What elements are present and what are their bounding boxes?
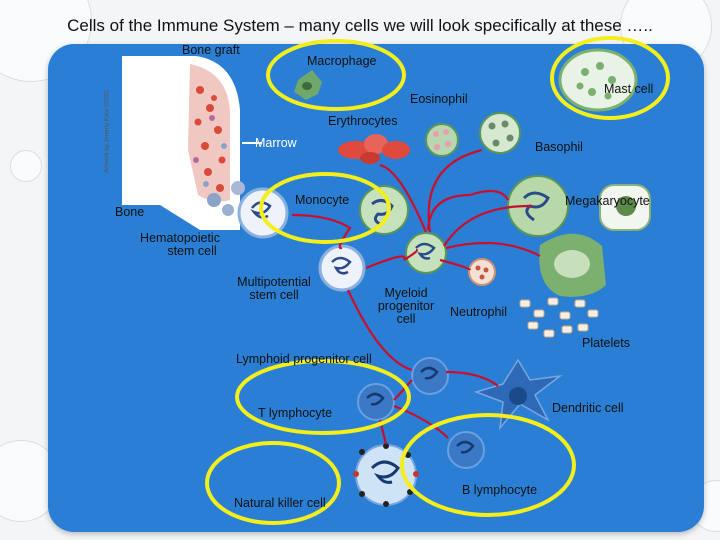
neutrophil-illustration	[468, 258, 496, 286]
label-t-lymphocyte: T lymphocyte	[258, 406, 333, 420]
label-basophil: Basophil	[535, 140, 583, 154]
dendritic-cell-illustration	[473, 358, 563, 431]
label-multipotential-line1: Multipotential	[237, 275, 311, 289]
myeloid-progenitor-illustration	[405, 232, 447, 274]
macrophage-illustration	[294, 70, 322, 100]
label-macrophage: Macrophage	[307, 54, 377, 68]
granulocyte-right-illustration	[599, 184, 651, 231]
credit-text: Artwork by Jeremy Kato ©2001	[104, 89, 111, 173]
label-myeloid-line2: progenitor	[377, 299, 435, 314]
label-bone-graft: Bone graft	[182, 43, 240, 57]
label-myeloid-line3: cell	[396, 312, 416, 327]
label-platelets: Platelets	[582, 336, 630, 350]
b-lymphocyte-illustration	[447, 431, 485, 469]
label-bone: Bone	[115, 205, 145, 219]
megakaryocyte-illustration	[507, 175, 569, 237]
t-lymphocyte-illustration	[357, 383, 395, 421]
label-lymphoid: Lymphoid progenitor cell	[236, 352, 372, 366]
erythrocytes-illustration	[338, 134, 410, 164]
label-myeloid-line1: Myeloid	[384, 286, 428, 300]
label-neutrophil: Neutrophil	[450, 305, 507, 319]
basophil-illustration	[479, 112, 521, 154]
highlight-ellipses	[205, 36, 670, 525]
page-title: Cells of the Immune System – many cells …	[67, 16, 653, 35]
label-multipotential-line2: stem cell	[249, 288, 299, 303]
label-hematopoietic: Hematopoietic stem cell	[140, 231, 220, 259]
platelets-illustration	[519, 297, 599, 338]
background-bubble	[10, 150, 42, 182]
eosinophil-illustration	[425, 123, 459, 157]
bone-graft-illustration	[122, 56, 245, 230]
label-myeloid: Myeloid progenitor cell	[370, 286, 442, 327]
lymphoid-progenitor-illustration	[411, 357, 449, 395]
label-natural-killer: Natural killer cell	[234, 496, 326, 510]
label-hematopoietic-line1: Hematopoietic	[140, 231, 220, 245]
multipotential-stem-cell-illustration	[318, 244, 366, 292]
megakaryocyte-large-illustration	[539, 233, 606, 297]
label-hematopoietic-line2: stem cell	[167, 244, 217, 259]
label-megakaryocyte: Megakaryocyte	[565, 194, 650, 208]
label-b-lymphocyte: B lymphocyte	[462, 483, 538, 497]
label-mast-cell: Mast cell	[604, 82, 654, 96]
label-dendritic: Dendritic cell	[552, 401, 624, 415]
label-marrow: Marrow	[255, 136, 297, 150]
label-multipotential: Multipotential stem cell	[228, 275, 320, 303]
label-monocyte: Monocyte	[295, 193, 350, 207]
mast-cell-illustration	[558, 48, 638, 112]
label-erythrocytes: Erythrocytes	[328, 114, 398, 128]
label-eosinophil: Eosinophil	[410, 92, 468, 106]
natural-killer-illustration	[353, 443, 419, 507]
differentiation-arrows	[291, 148, 541, 445]
